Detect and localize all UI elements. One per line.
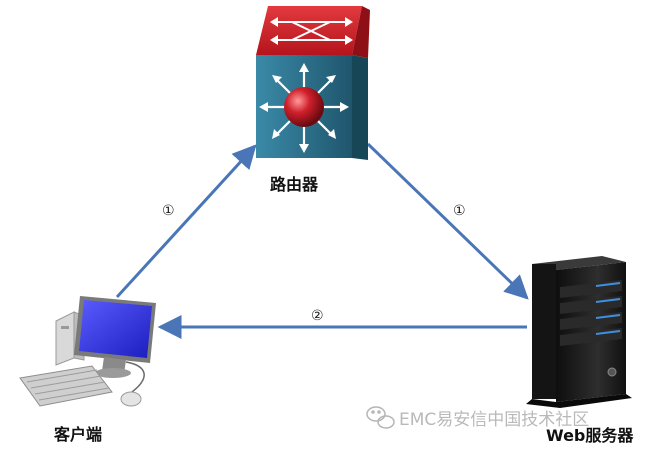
router-label: 路由器 — [270, 175, 319, 194]
arrow-client-to-router — [115, 144, 257, 299]
arrow-router-to-server — [366, 142, 529, 300]
client-label: 客户端 — [54, 425, 103, 444]
wechat-logo-icon — [366, 406, 395, 429]
router-icon — [256, 6, 370, 160]
server-label: Web服务器 — [546, 426, 634, 445]
web-server-icon — [526, 256, 632, 408]
client-computer-icon — [19, 296, 156, 407]
step-marker-router-to-server: ① — [453, 203, 466, 219]
watermark-text: EMC易安信中国技术社区 — [399, 410, 590, 430]
step-marker-client-to-router: ① — [162, 203, 175, 219]
step-marker-server-to-client: ② — [311, 308, 324, 324]
